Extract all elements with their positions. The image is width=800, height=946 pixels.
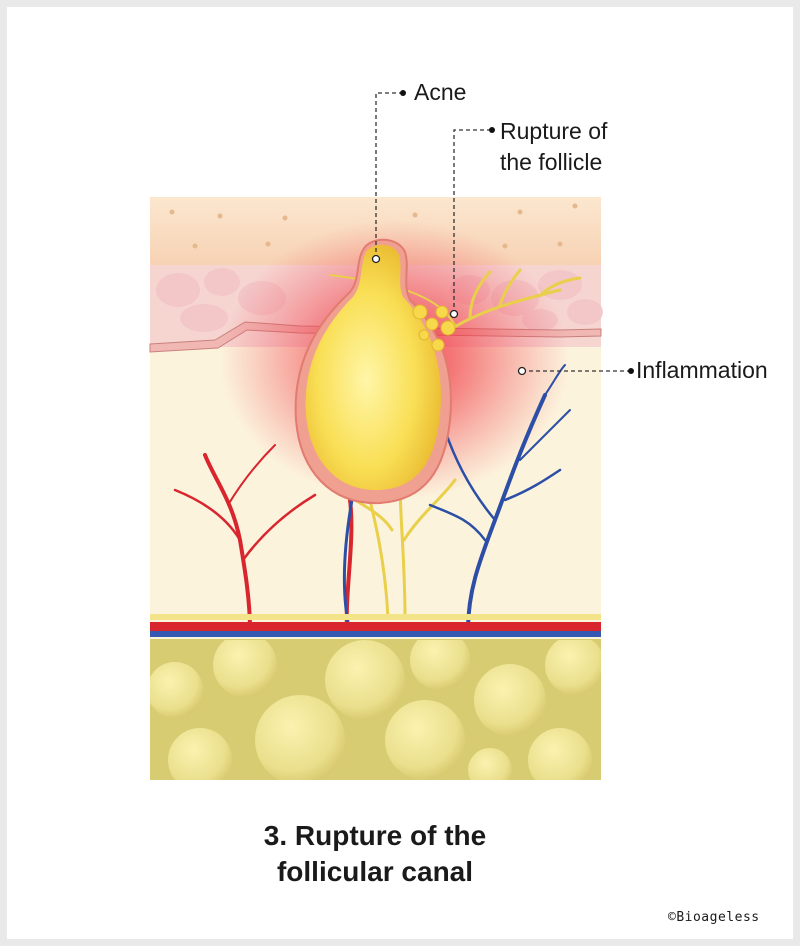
skin-pores: [169, 203, 578, 249]
figure-caption: 3. Rupture of the follicular canal: [150, 818, 600, 890]
dermis-boundary: [150, 614, 601, 620]
fat-cells: [150, 640, 601, 780]
label-rupture-of-follicle: Rupture of the follicle: [500, 116, 607, 178]
rupture-burst: [412, 304, 456, 352]
callout-dots: [400, 90, 634, 374]
caption-line-2: follicular canal: [276, 856, 474, 887]
main-vein: [150, 631, 601, 637]
callout-leaders: [375, 92, 630, 372]
label-rupture-line-1: Rupture of: [500, 118, 608, 144]
label-inflammation: Inflammation: [636, 357, 768, 383]
acne-pustule: [305, 244, 441, 491]
label-rupture-line-2: the follicle: [500, 149, 603, 175]
main-artery: [150, 622, 601, 631]
label-acne: Acne: [414, 79, 467, 105]
copyright-credit: ©Bioageless: [668, 910, 760, 925]
caption-line-1: 3. Rupture of the: [263, 820, 487, 851]
callout-anchors: [371, 254, 527, 376]
